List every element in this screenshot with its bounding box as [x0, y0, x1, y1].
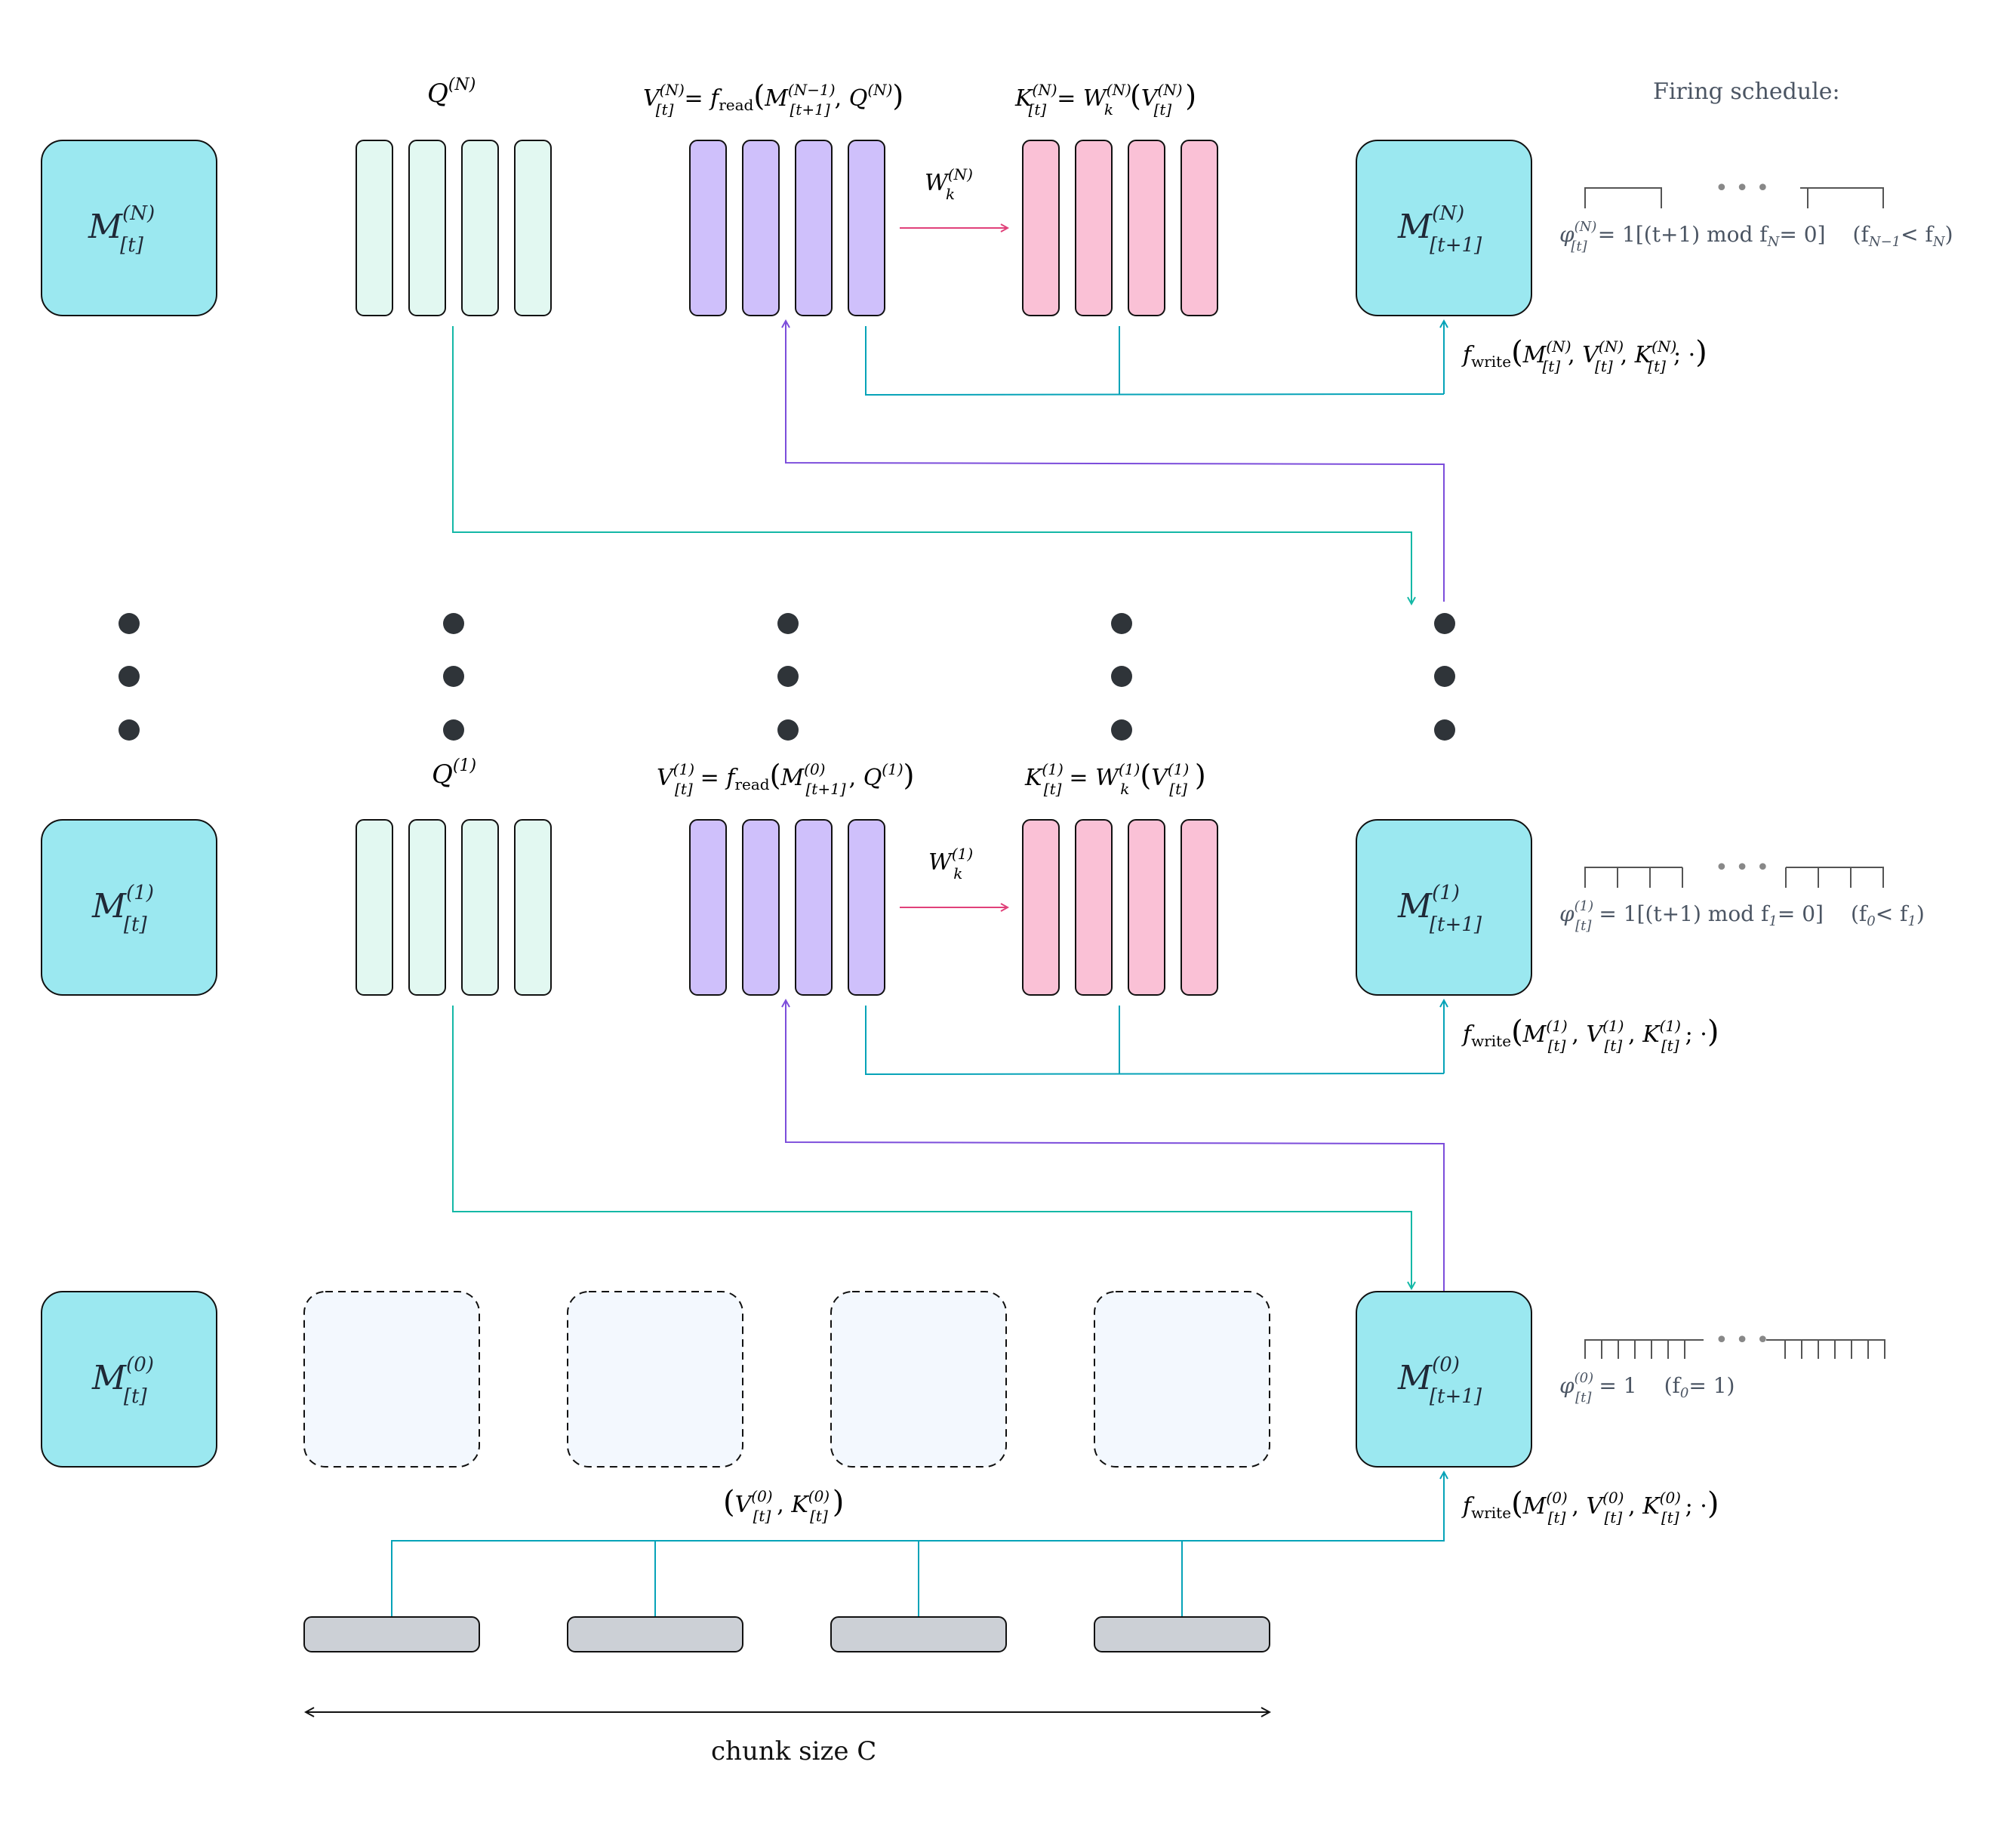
key-1-equation: K(1)[t]= W(1)k(V(1)[t]) — [1024, 759, 1206, 798]
memory-n-t1-label: M(N)[t+1] — [1397, 202, 1482, 257]
level-1: M(1)[t] Q(1) V(1)[t]= fread(M(0)[t+1], Q… — [41, 756, 1719, 1055]
schedule-1-ticks — [1584, 867, 1884, 888]
write-0-equation: fwrite(M(0)[t], V(0)[t], K(0)[t]; ·) — [1461, 1486, 1719, 1526]
memory-n-t1-box — [1356, 140, 1532, 316]
phi-1-equation: φ(1)[t]= 1[(t+1) mod f1= 0](f0< f1) — [1559, 898, 1925, 934]
memory-1-t-label: M(1)[t] — [91, 882, 154, 936]
phi-n-equation: φ(N)[t]= 1[(t+1) mod fN= 0](fN−1< fN) — [1559, 219, 1953, 254]
chunk-box — [830, 1291, 1007, 1468]
mem-0-to-value-1-arrow — [786, 1000, 1445, 1291]
memory-0-t1-label: M(0)[t+1] — [1397, 1354, 1482, 1408]
level-n: M(N)[t] Q(N) V(N)[t]= fread(M(N−1)[t+1],… — [41, 75, 1707, 375]
phi-0-equation: φ(0)[t]= 1(f0= 1) — [1559, 1370, 1735, 1406]
value-bar — [742, 140, 780, 316]
query-bar — [356, 140, 393, 316]
token-bar — [567, 1616, 743, 1652]
schedule-n-ellipsis: • • • — [1715, 175, 1769, 202]
value-n-bars — [689, 140, 885, 316]
key-bar — [1075, 819, 1113, 996]
query-1-bars — [356, 819, 552, 996]
value-n-equation: V(N)[t]= fread(M(N−1)[t+1], Q(N)) — [643, 79, 903, 119]
value-bar — [795, 140, 833, 316]
schedule-0-ellipsis: • • • — [1715, 1327, 1769, 1354]
chunk-box — [1094, 1291, 1270, 1468]
key-bar — [1075, 140, 1113, 316]
token-bar — [303, 1616, 480, 1652]
token-bars — [303, 1616, 1270, 1652]
query-bar — [514, 819, 552, 996]
memory-n-t-box — [41, 140, 217, 316]
key-bar — [1180, 140, 1218, 316]
value-bar — [795, 819, 833, 996]
query-1-label: Q(1) — [432, 756, 476, 790]
memory-1-t1-box — [1356, 819, 1532, 996]
schedule-0-ticks — [1584, 1339, 1885, 1359]
query-bar — [514, 140, 552, 316]
value-1-to-write-line — [865, 1006, 1445, 1076]
value-bar — [848, 140, 885, 316]
query-n-label: Q(N) — [427, 75, 476, 109]
query-n-to-mem-1-arrow — [452, 326, 1411, 604]
value-1-bars — [689, 819, 885, 996]
firing-schedule-title: Firing schedule: — [1653, 79, 1840, 105]
query-bar — [356, 819, 393, 996]
query-bar — [461, 819, 499, 996]
memory-0-t-label: M(0)[t] — [91, 1354, 154, 1408]
key-1-bars — [1022, 819, 1218, 996]
firing-schedule: Firing schedule: • • • φ(N)[t]= 1[(t+1) … — [1559, 79, 1953, 1406]
chunk-box — [567, 1291, 743, 1468]
query-1-to-mem-0-arrow — [452, 1006, 1411, 1289]
memory-1-t1-label: M(1)[t+1] — [1397, 882, 1482, 936]
query-bar — [408, 140, 446, 316]
memory-n-t-label: M(N)[t] — [88, 202, 155, 257]
query-n-bars — [356, 140, 552, 316]
key-bar — [1022, 819, 1060, 996]
value-bar — [848, 819, 885, 996]
value-bar — [742, 819, 780, 996]
token-bar — [830, 1616, 1007, 1652]
level-0: M(0)[t] (V(0)[t], K(0)[t]) M(0)[t+1] fwr… — [41, 1291, 1719, 1766]
value-n-to-write-line — [865, 326, 1445, 396]
value-bar — [689, 819, 727, 996]
key-bar — [1180, 819, 1218, 996]
token-bar — [1094, 1616, 1270, 1652]
memory-0-t1-box — [1356, 1291, 1532, 1468]
chunk-boxes — [303, 1291, 1270, 1468]
key-n-bars — [1022, 140, 1218, 316]
value-1-equation: V(1)[t]= fread(M(0)[t+1], Q(1)) — [657, 759, 914, 798]
schedule-1-ellipsis: • • • — [1715, 855, 1769, 881]
mem-1-to-value-n-arrow — [786, 321, 1445, 602]
key-bar — [1128, 819, 1165, 996]
key-bar — [1022, 140, 1060, 316]
query-bar — [408, 819, 446, 996]
chunk-size-label: chunk size C — [711, 1736, 876, 1766]
wk-n-label: W(N)k — [925, 165, 973, 203]
write-1-equation: fwrite(M(1)[t], V(1)[t], K(1)[t]; ·) — [1461, 1015, 1719, 1055]
wk-1-label: W(1)k — [928, 845, 973, 882]
query-bar — [461, 140, 499, 316]
key-bar — [1128, 140, 1165, 316]
vertical-ellipsis-dots — [119, 613, 1455, 741]
key-n-equation: K(N)[t]= W(N)k(V(N)[t]) — [1014, 79, 1196, 119]
vk-0-label: (V(0)[t], K(0)[t]) — [723, 1485, 844, 1525]
schedule-n-ticks — [1584, 187, 1884, 208]
memory-0-t-box — [41, 1291, 217, 1468]
chunk-box — [303, 1291, 480, 1468]
value-bar — [689, 140, 727, 316]
memory-1-t-box — [41, 819, 217, 996]
write-n-equation: fwrite(M(N)[t], V(N)[t], K(N)[t]; ·) — [1461, 335, 1707, 375]
